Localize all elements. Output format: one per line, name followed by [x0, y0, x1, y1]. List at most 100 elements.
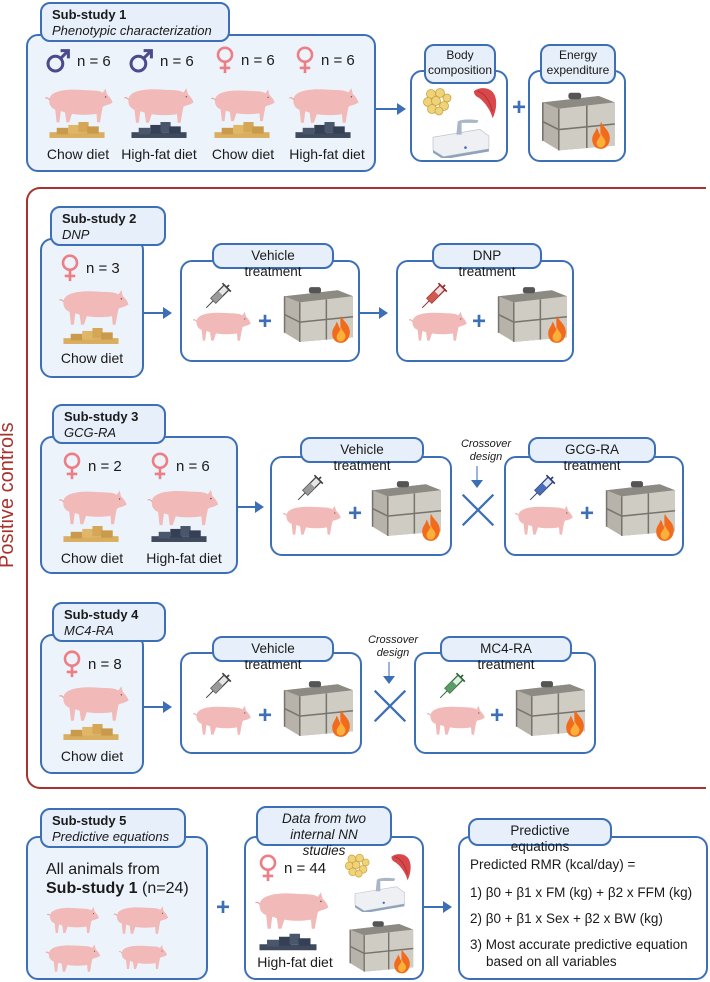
- plus-icon: +: [490, 702, 505, 729]
- group-label: n = 6: [128, 48, 194, 74]
- pig-icon: [192, 700, 252, 738]
- body-composition-label: Body composition: [428, 48, 493, 77]
- vehicle-treatment-label: Vehicle treatment: [244, 641, 302, 672]
- substudy5-subtitle: Predictive equations: [52, 829, 170, 844]
- female-icon: [215, 46, 235, 74]
- high-fat-diet-icon: [294, 120, 352, 140]
- crossover-x-icon: [372, 688, 408, 724]
- group-n: n = 6: [241, 51, 275, 69]
- group-label: n = 3: [60, 254, 120, 282]
- flame-icon: [330, 314, 352, 344]
- arrow-to-outcomes: [376, 103, 406, 115]
- energy-expenditure-header: Energy expenditure: [540, 44, 616, 84]
- plus-icon: +: [512, 94, 527, 121]
- high-fat-diet-icon: [258, 932, 318, 952]
- group-n: n = 6: [77, 52, 111, 70]
- substudy5-header: Sub-study 5 Predictive equations: [40, 808, 186, 848]
- description-bold: Sub-study 1: [46, 880, 138, 897]
- mc4-ra-treatment-label: MC4-RA treatment: [477, 641, 535, 672]
- arrow-to-equations: [424, 901, 452, 913]
- flame-icon: [330, 708, 352, 738]
- group-label: n = 6: [150, 452, 210, 480]
- diet-label: Chow diet: [211, 146, 275, 162]
- equation-3-cont: based on all variables: [486, 954, 617, 969]
- crossover-arrow: [476, 466, 478, 484]
- plus-icon: +: [216, 894, 231, 921]
- pig-icon: [282, 500, 342, 538]
- female-icon: [62, 650, 82, 678]
- positive-controls-label: Positive controls: [0, 422, 18, 568]
- dnp-treatment-header: DNP treatment: [432, 243, 542, 279]
- chow-diet-icon: [213, 120, 271, 140]
- group-label: n = 44: [258, 854, 326, 882]
- group-label: n = 6: [215, 46, 275, 74]
- vehicle-treatment-label: Vehicle treatment: [244, 248, 302, 279]
- substudy2-title: Sub-study 2: [62, 211, 137, 226]
- diet-label: High-fat diet: [289, 146, 365, 162]
- dnp-treatment-label: DNP treatment: [458, 248, 516, 279]
- group-label: n = 2: [62, 452, 122, 480]
- predictive-equations-box: [458, 836, 708, 980]
- arrow-to-dnp: [360, 307, 388, 319]
- female-icon: [60, 254, 80, 282]
- substudy5-title: Sub-study 5: [52, 813, 127, 828]
- equation-intro: Predicted RMR (kcal/day) =: [470, 857, 636, 872]
- equation-2: 2) β0 + β1 x Sex + β2 x BW (kg): [470, 911, 663, 926]
- group-n: n = 2: [88, 457, 122, 475]
- diet-label: High-fat diet: [257, 954, 333, 970]
- description-rest: (n=24): [137, 880, 189, 897]
- pig-icon: [58, 680, 130, 724]
- substudy1-header: Sub-study 1 Phenotypic characterization: [40, 2, 230, 42]
- diet-label: High-fat diet: [146, 550, 222, 566]
- high-fat-diet-icon: [150, 524, 208, 544]
- flame-icon: [654, 512, 676, 542]
- description-line1: All animals from: [46, 861, 160, 878]
- crossover-line2: design: [469, 451, 503, 463]
- female-icon: [62, 452, 82, 480]
- pig-icon: [112, 902, 170, 936]
- vehicle-treatment-label: Vehicle treatment: [333, 442, 391, 473]
- pig-icon: [426, 700, 486, 738]
- body-composition-header: Body composition: [424, 44, 496, 84]
- substudy3-header: Sub-study 3 GCG-RA: [52, 404, 166, 444]
- crossover-arrow: [388, 662, 390, 680]
- substudy1-title: Sub-study 1: [52, 7, 127, 22]
- syringe-icon: [434, 670, 468, 704]
- mc4-ra-treatment-header: MC4-RA treatment: [440, 636, 572, 672]
- pig-icon: [46, 902, 100, 936]
- substudy3-title: Sub-study 3: [64, 409, 139, 424]
- female-icon: [150, 452, 170, 480]
- plus-icon: +: [258, 308, 273, 335]
- internal-title-line2: internal NN studies: [290, 827, 358, 858]
- plus-icon: +: [258, 702, 273, 729]
- crossover-x-icon: [460, 492, 496, 528]
- chow-diet-icon: [62, 524, 120, 544]
- arrow-to-vehicle: [144, 307, 172, 319]
- internal-studies-header: Data from two internal NN studies: [256, 806, 392, 858]
- flame-icon: [546, 314, 568, 344]
- substudy2-header: Sub-study 2 DNP: [50, 206, 166, 246]
- pig-icon: [146, 484, 220, 528]
- predictive-equations-header: Predictive equations: [468, 818, 612, 854]
- group-n: n = 44: [284, 859, 327, 877]
- pig-icon: [192, 306, 252, 344]
- substudy3-subtitle: GCG-RA: [64, 425, 116, 440]
- crossover-arrowhead: [471, 480, 483, 488]
- flame-icon: [392, 948, 412, 974]
- crossover-line1: Crossover: [367, 634, 419, 646]
- pig-icon: [44, 940, 102, 974]
- group-label: n = 6: [45, 48, 111, 74]
- high-fat-diet-icon: [130, 120, 188, 140]
- group-n: n = 8: [88, 655, 122, 673]
- plus-icon: +: [348, 500, 363, 527]
- crossover-arrowhead: [383, 676, 395, 684]
- flame-icon: [590, 120, 612, 150]
- diet-label: Chow diet: [60, 748, 124, 764]
- crossover-line1: Crossover: [460, 438, 512, 450]
- pig-icon: [58, 484, 128, 528]
- group-label: n = 6: [295, 46, 355, 74]
- gcg-ra-treatment-label: GCG-RA treatment: [563, 442, 621, 473]
- positive-controls-frame: [26, 187, 706, 789]
- group-n: n = 6: [160, 52, 194, 70]
- group-n: n = 6: [176, 457, 210, 475]
